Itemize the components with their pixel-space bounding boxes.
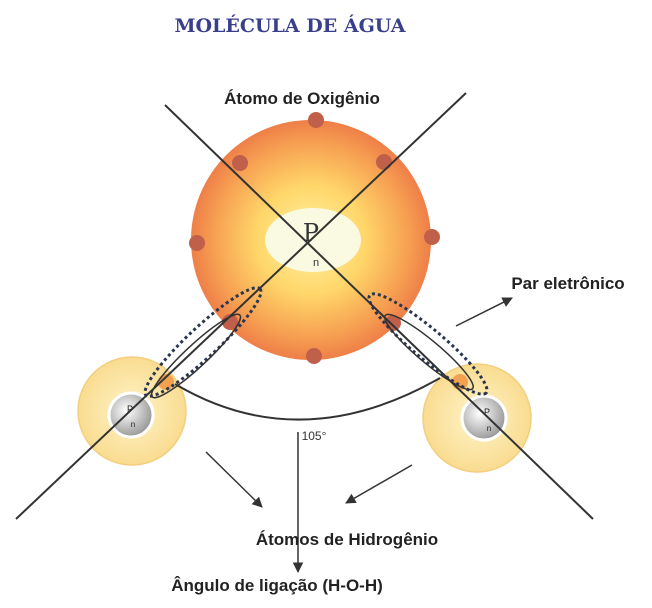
hydrogen-nucleus-p-label: P: [484, 407, 490, 417]
electron: [189, 235, 205, 251]
hydrogen-atom-right: P n: [422, 363, 532, 473]
electron: [424, 229, 440, 245]
bond-axis-right: [164, 104, 594, 520]
bond-angle-value: 105°: [302, 429, 327, 443]
hydrogen-right-pointer: [345, 464, 413, 504]
electron: [376, 154, 392, 170]
electron: [308, 112, 324, 128]
bond-axis-lines: [15, 92, 594, 520]
oxygen-nucleus-n-label: n: [313, 257, 319, 269]
electron-pair-left-dotted: [143, 286, 263, 398]
bond-angle-arc: [174, 377, 441, 421]
electron-pair-pointer: [455, 297, 513, 327]
hydrogen-nucleus-n-label: n: [487, 424, 491, 433]
electron-pair-right-dotted: [367, 292, 489, 396]
hydrogen-nucleus-n-label: n: [131, 420, 135, 429]
hydrogen-left-pointer: [205, 451, 263, 508]
hydrogen-nucleus: [107, 391, 155, 439]
electron: [452, 374, 468, 390]
electron: [306, 348, 322, 364]
bond-axis-left: [15, 92, 467, 520]
electron-pair-indicators: [143, 286, 489, 399]
electron: [158, 374, 174, 390]
hydrogen-atoms-label: Átomos de Hidrogênio: [256, 530, 438, 549]
oxygen-atom-label: Átomo de Oxigênio: [224, 89, 380, 108]
pointer-arrows: [205, 297, 513, 574]
electron-pair-right-solid: [384, 313, 474, 391]
hydrogen-nucleus: [460, 394, 508, 442]
hydrogen-nucleus-p-label: P: [127, 404, 133, 414]
diagram-title: MOLÉCULA DE ÁGUA: [174, 14, 405, 37]
electron: [232, 155, 248, 171]
electron-pair-left-solid: [150, 313, 242, 399]
electron-pair-label: Par eletrônico: [511, 274, 624, 293]
bond-angle-label: Ângulo de ligação (H-O-H): [171, 576, 383, 595]
oxygen-nucleus-p-label: P: [303, 219, 319, 247]
